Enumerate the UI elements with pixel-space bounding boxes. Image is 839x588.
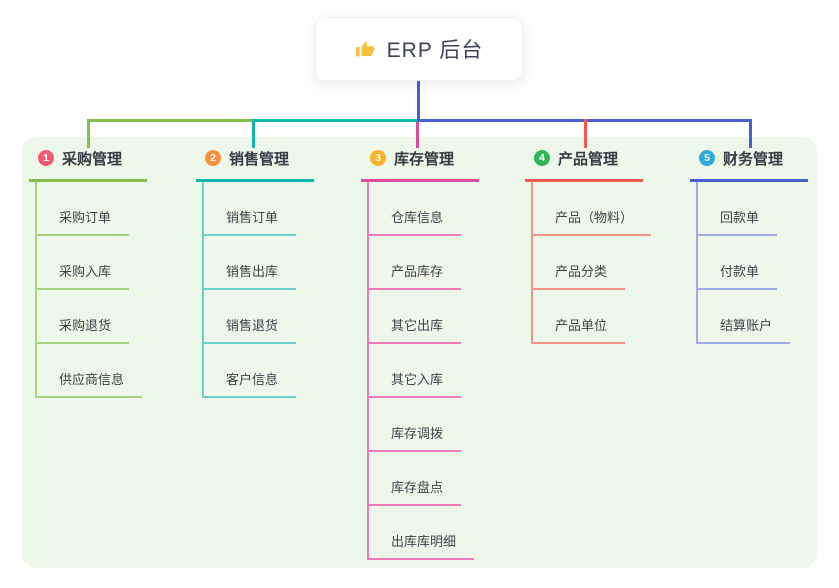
- child-node-label: 销售出库: [226, 264, 279, 279]
- child-node-label: 采购入库: [59, 264, 112, 279]
- branches-background-panel: [22, 137, 817, 568]
- child-node-label: 采购退货: [59, 318, 112, 333]
- bus-segment-1: [87, 119, 253, 122]
- branch-label: 产品管理: [558, 150, 619, 168]
- child-node[interactable]: 产品库存: [369, 236, 462, 290]
- branch-column-1: 1 采购管理采购订单采购入库采购退货供应商信息: [29, 137, 147, 398]
- root-node-erp[interactable]: ERP 后台: [315, 17, 523, 81]
- child-node-label: 采购订单: [59, 210, 112, 225]
- branch-drop-line-3: [416, 122, 419, 148]
- branch-children: 仓库信息产品库存其它出库其它入库库存调拨库存盘点出库库明细: [367, 182, 479, 560]
- child-node[interactable]: 供应商信息: [37, 344, 143, 398]
- child-node-label: 出库库明细: [391, 534, 457, 549]
- child-node-label: 产品单位: [555, 318, 608, 333]
- bus-segment-2: [253, 119, 417, 122]
- branch-label: 库存管理: [394, 150, 455, 168]
- branch-column-2: 2 销售管理销售订单销售出库销售退货客户信息: [196, 137, 314, 398]
- root-node-title: ERP 后台: [386, 39, 484, 62]
- child-node-label: 付款单: [720, 264, 760, 279]
- thumbs-up-icon: [355, 38, 377, 60]
- branch-drop-line-5: [749, 119, 752, 148]
- branch-index-badge: 4: [534, 150, 550, 166]
- branch-drop-line-4: [584, 119, 587, 148]
- branch-index-badge: 1: [38, 150, 54, 166]
- child-node-label: 其它入库: [391, 372, 444, 387]
- child-node[interactable]: 其它出库: [369, 290, 462, 344]
- branch-node-2[interactable]: 2 销售管理: [196, 137, 314, 182]
- child-node[interactable]: 销售订单: [204, 182, 297, 236]
- child-node-label: 客户信息: [226, 372, 279, 387]
- branch-children: 销售订单销售出库销售退货客户信息: [202, 182, 314, 398]
- branch-children: 产品（物料） 产品分类产品单位: [531, 182, 652, 344]
- child-node-label: 产品库存: [391, 264, 444, 279]
- branch-children: 采购订单采购入库采购退货供应商信息: [35, 182, 147, 398]
- root-stem-line: [417, 81, 420, 122]
- child-node[interactable]: 销售出库: [204, 236, 297, 290]
- child-node-label: 回款单: [720, 210, 760, 225]
- child-node-label: 仓库信息: [391, 210, 444, 225]
- child-node-label: 供应商信息: [59, 372, 125, 387]
- branch-label: 采购管理: [62, 150, 123, 168]
- child-node[interactable]: 采购入库: [37, 236, 130, 290]
- branch-node-3[interactable]: 3 库存管理: [361, 137, 479, 182]
- child-node[interactable]: 采购退货: [37, 290, 130, 344]
- branch-node-5[interactable]: 5 财务管理: [690, 137, 808, 182]
- child-node-label: 其它出库: [391, 318, 444, 333]
- branch-children: 回款单付款单结算账户: [696, 182, 808, 344]
- branch-index-badge: 5: [699, 150, 715, 166]
- child-node[interactable]: 仓库信息: [369, 182, 462, 236]
- branch-column-3: 3 库存管理仓库信息产品库存其它出库其它入库库存调拨库存盘点出库库明细: [361, 137, 479, 560]
- child-node[interactable]: 产品（物料）: [533, 182, 652, 236]
- child-node[interactable]: 产品分类: [533, 236, 626, 290]
- branch-node-1[interactable]: 1 采购管理: [29, 137, 147, 182]
- branch-index-badge: 3: [370, 150, 386, 166]
- child-node-label: 产品分类: [555, 264, 608, 279]
- child-node[interactable]: 其它入库: [369, 344, 462, 398]
- branch-node-4[interactable]: 4 产品管理: [525, 137, 643, 182]
- child-node-label: 结算账户: [720, 318, 773, 333]
- branch-column-4: 4 产品管理产品（物料） 产品分类产品单位: [525, 137, 652, 344]
- child-node[interactable]: 出库库明细: [369, 506, 475, 560]
- child-node[interactable]: 库存调拨: [369, 398, 462, 452]
- branch-label: 销售管理: [229, 150, 290, 168]
- child-node[interactable]: 回款单: [698, 182, 778, 236]
- child-node-label: 销售退货: [226, 318, 279, 333]
- child-node[interactable]: 采购订单: [37, 182, 130, 236]
- child-node[interactable]: 产品单位: [533, 290, 626, 344]
- child-node[interactable]: 结算账户: [698, 290, 791, 344]
- child-node-label: 产品（物料）: [555, 210, 634, 225]
- child-node-label: 库存盘点: [391, 480, 444, 495]
- child-node[interactable]: 客户信息: [204, 344, 297, 398]
- branch-drop-line-1: [87, 119, 90, 148]
- branch-column-5: 5 财务管理回款单付款单结算账户: [690, 137, 808, 344]
- child-node-label: 销售订单: [226, 210, 279, 225]
- child-node-label: 库存调拨: [391, 426, 444, 441]
- child-node[interactable]: 付款单: [698, 236, 778, 290]
- branch-index-badge: 2: [205, 150, 221, 166]
- child-node[interactable]: 销售退货: [204, 290, 297, 344]
- branch-drop-line-2: [252, 119, 255, 148]
- child-node[interactable]: 库存盘点: [369, 452, 462, 506]
- branch-label: 财务管理: [723, 150, 784, 168]
